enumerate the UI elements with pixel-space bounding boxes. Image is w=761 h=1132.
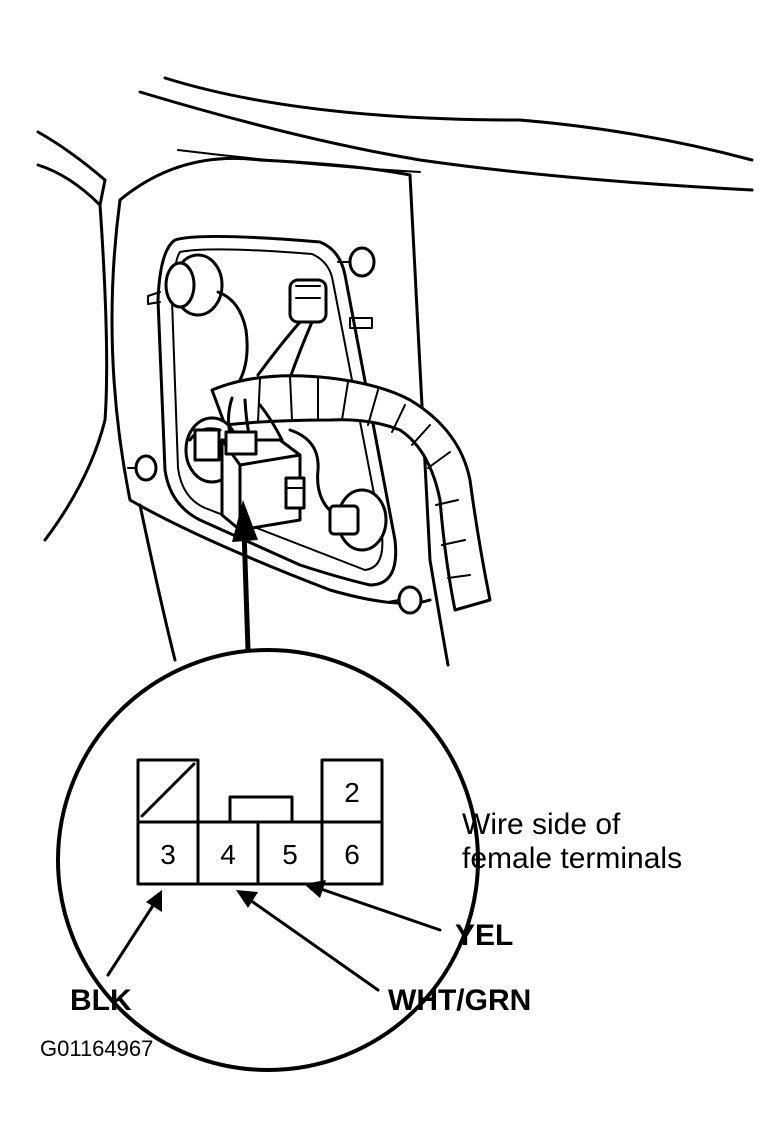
pin-4-label: 4 — [220, 839, 236, 870]
pin-5-label: 5 — [282, 839, 298, 870]
connector-pointer-arrow — [232, 500, 258, 653]
wire-label-wht-grn: WHT/GRN — [388, 984, 531, 1017]
screw-top-right — [337, 246, 376, 278]
wire-label-blk: BLK — [70, 984, 132, 1017]
callout-line-2: female terminals — [462, 842, 682, 875]
pin-2-label: 2 — [344, 777, 360, 808]
screw-left — [127, 454, 158, 482]
pin-3-label: 3 — [160, 839, 176, 870]
magnifier-circle — [56, 648, 480, 1072]
figure-id: G01164967 — [40, 1036, 153, 1061]
screw-bottom-right — [387, 585, 423, 615]
callout-line-1: Wire side of — [462, 808, 621, 841]
pin-6-label: 6 — [344, 839, 360, 870]
wire-label-yel: YEL — [455, 919, 513, 952]
vehicle-rear-illustration — [36, 76, 754, 667]
wire-leaders — [106, 880, 442, 992]
connector-face: 2 3 4 5 6 — [136, 758, 384, 886]
